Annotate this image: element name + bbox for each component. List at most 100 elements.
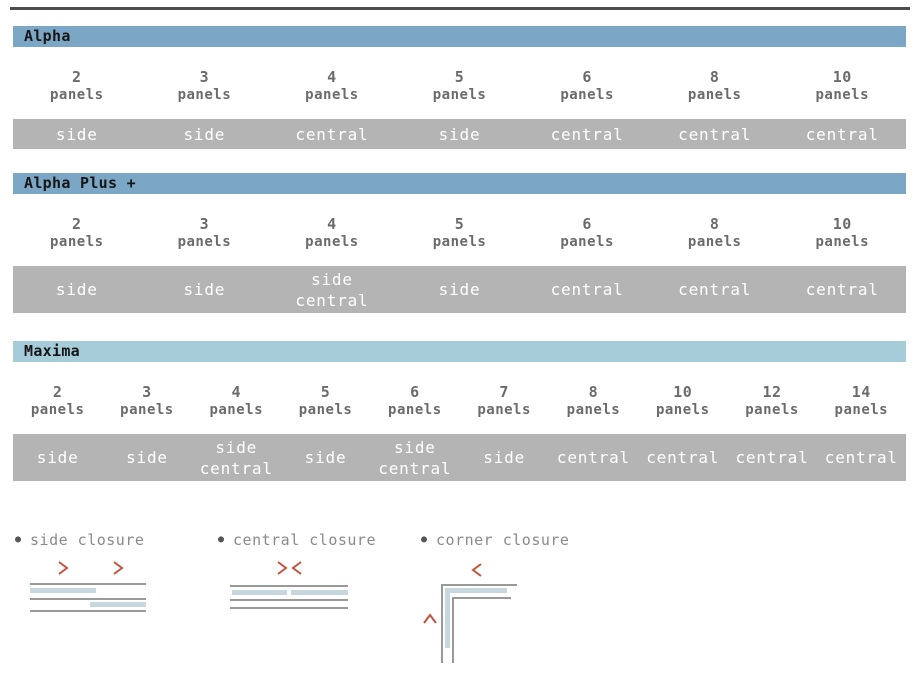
panel-line <box>230 585 348 587</box>
closure-cell: central <box>805 280 879 299</box>
section-title-bar: Alpha Plus + <box>13 173 906 194</box>
panels-label: panels <box>177 87 232 103</box>
legend-item-corner-closure: ● corner closure <box>421 531 721 663</box>
legend-item-side-closure: ● side closure <box>15 531 218 663</box>
panel-count: 5 <box>454 215 465 233</box>
panel-count: 6 <box>582 215 592 233</box>
chevron-up-icon <box>423 613 437 624</box>
panels-label: panels <box>560 234 614 250</box>
panel-count: 6 <box>582 68 592 86</box>
closure-cell: central <box>556 448 630 467</box>
panels-label: panels <box>50 87 104 103</box>
panel-bar <box>30 588 96 593</box>
panels-label: panels <box>815 234 870 250</box>
section-title: Maxima <box>24 342 80 360</box>
panel-count: 4 <box>327 68 337 86</box>
closure-cell: central <box>824 448 898 467</box>
panel-count: 10 <box>832 68 852 86</box>
side-closure-diagram <box>30 559 146 614</box>
closure-cell: side <box>55 280 98 299</box>
panel-bar <box>90 602 146 607</box>
panel-count: 6 <box>410 383 420 401</box>
panel-bar <box>232 590 287 595</box>
bullet-icon: ● <box>421 534 428 545</box>
legend-item-central-closure: ● central closure <box>218 531 421 663</box>
panels-label: panels <box>305 87 359 103</box>
panel-count: 4 <box>231 383 241 401</box>
panel-line-inner-v <box>452 597 454 663</box>
closure-cell: side central <box>295 269 369 310</box>
panel-count: 2 <box>72 68 82 86</box>
panel-count: 5 <box>320 383 331 401</box>
panel-count: 3 <box>199 68 210 86</box>
panels-label: panels <box>687 234 742 250</box>
panels-label: panels <box>745 402 799 418</box>
panel-count: 8 <box>709 68 720 86</box>
closure-cell: side central <box>199 437 273 478</box>
panels-label: panels <box>432 87 487 103</box>
panel-count: 8 <box>709 215 720 233</box>
closure-cell: side <box>438 280 481 299</box>
chevron-left-icon <box>471 563 482 577</box>
section-title-bar: Maxima <box>13 341 906 362</box>
bullet-icon: ● <box>218 534 225 545</box>
closure-cell: side <box>438 124 481 144</box>
panel-bar-h <box>445 588 507 593</box>
panel-count: 3 <box>199 215 210 233</box>
closure-cell: central <box>550 124 624 144</box>
panel-line <box>230 599 348 601</box>
panels-label: panels <box>50 234 104 250</box>
closure-cell: central <box>678 124 752 144</box>
corner-closure-diagram <box>421 559 521 663</box>
panel-count: 2 <box>72 215 82 233</box>
legend-label-row: ● side closure <box>15 531 218 549</box>
panels-label: panels <box>209 402 264 418</box>
panels-label: panels <box>815 87 870 103</box>
panels-label: panels <box>305 234 359 250</box>
panel-count: 14 <box>851 383 871 401</box>
panel-count: 12 <box>762 383 782 401</box>
panel-line <box>30 598 146 600</box>
legend-label: central closure <box>233 531 376 549</box>
section-title: Alpha Plus + <box>24 174 136 192</box>
panels-label: panels <box>30 402 85 418</box>
closure-legend: ● side closure ● central closure <box>0 531 919 663</box>
panels-label: panels <box>834 402 889 418</box>
panel-count: 3 <box>142 383 152 401</box>
panel-line-outer-h <box>441 584 517 586</box>
closure-cell: central <box>678 280 752 299</box>
closure-cell: central <box>805 124 879 144</box>
closure-cell: side <box>183 280 226 299</box>
panel-count: 7 <box>499 383 509 401</box>
closure-cell: side <box>183 124 226 144</box>
closure-cell: side <box>126 448 168 467</box>
panel-count: 10 <box>673 383 693 401</box>
closure-cell: central <box>295 124 369 144</box>
legend-label-row: ● central closure <box>218 531 421 549</box>
central-closure-diagram <box>230 559 348 614</box>
section-title: Alpha <box>24 27 71 45</box>
panels-label: panels <box>432 234 487 250</box>
panels-label: panels <box>177 234 232 250</box>
